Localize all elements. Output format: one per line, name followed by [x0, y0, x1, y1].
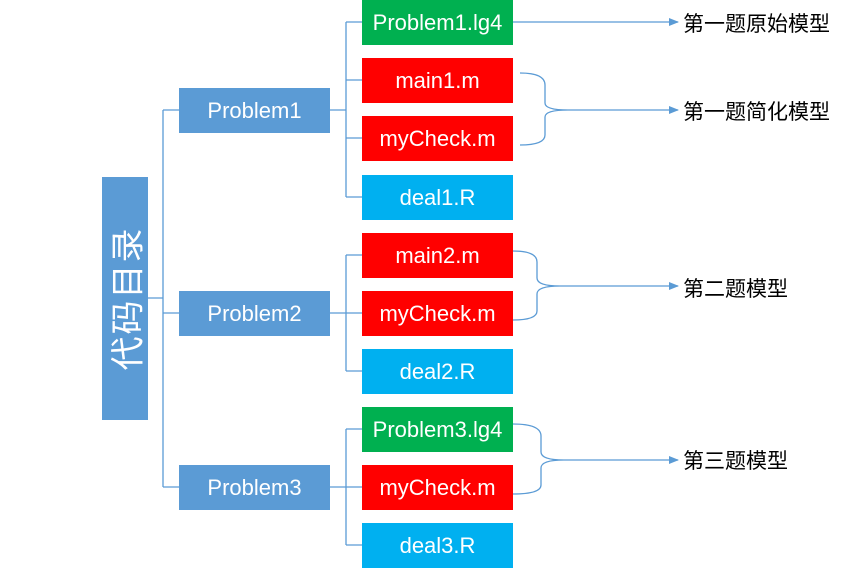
- file-main1-m: main1.m: [362, 58, 513, 103]
- brace-problem3: [512, 423, 565, 495]
- problem3-label: Problem3: [207, 474, 302, 500]
- file-label: Problem3.lg4: [372, 416, 503, 442]
- file-mycheck1-m: myCheck.m: [362, 116, 513, 161]
- file-mycheck2-m: myCheck.m: [362, 291, 513, 336]
- annotation-problem1-simplified: 第一题简化模型: [683, 100, 830, 124]
- annotation-problem2: 第二题模型: [683, 277, 788, 301]
- problem1-label: Problem1: [207, 97, 302, 123]
- file-label: deal2.R: [399, 358, 476, 384]
- problem2-label: Problem2: [207, 300, 302, 326]
- connector-problem2-files: [330, 254, 362, 372]
- file-label: main2.m: [395, 242, 480, 268]
- problem2-node: Problem2: [179, 291, 330, 336]
- brace-problem1-simplified: [519, 72, 569, 146]
- annotation-problem1-original: 第一题原始模型: [683, 12, 830, 36]
- connector-problem1-files: [330, 21, 362, 198]
- problem3-node: Problem3: [179, 465, 330, 510]
- brace-problem2: [512, 250, 561, 321]
- connector-problem3-files: [330, 428, 362, 546]
- file-mycheck3-m: myCheck.m: [362, 465, 513, 510]
- file-problem3-lg4: Problem3.lg4: [362, 407, 513, 452]
- problem1-node: Problem1: [179, 88, 330, 133]
- file-label: myCheck.m: [379, 300, 496, 326]
- file-label: deal1.R: [399, 184, 476, 210]
- file-deal3-r: deal3.R: [362, 523, 513, 568]
- connector-root-problems: [148, 109, 179, 488]
- file-deal2-r: deal2.R: [362, 349, 513, 394]
- file-label: deal3.R: [399, 532, 476, 558]
- file-label: main1.m: [395, 67, 480, 93]
- file-label: Problem1.lg4: [372, 9, 503, 35]
- root-node-label: 代码目录: [108, 226, 149, 371]
- file-label: myCheck.m: [379, 474, 496, 500]
- file-deal1-r: deal1.R: [362, 175, 513, 220]
- annotation-problem3: 第三题模型: [683, 449, 788, 473]
- file-main2-m: main2.m: [362, 233, 513, 278]
- file-problem1-lg4: Problem1.lg4: [362, 0, 513, 45]
- root-node: 代码目录: [102, 177, 149, 420]
- file-label: myCheck.m: [379, 125, 496, 151]
